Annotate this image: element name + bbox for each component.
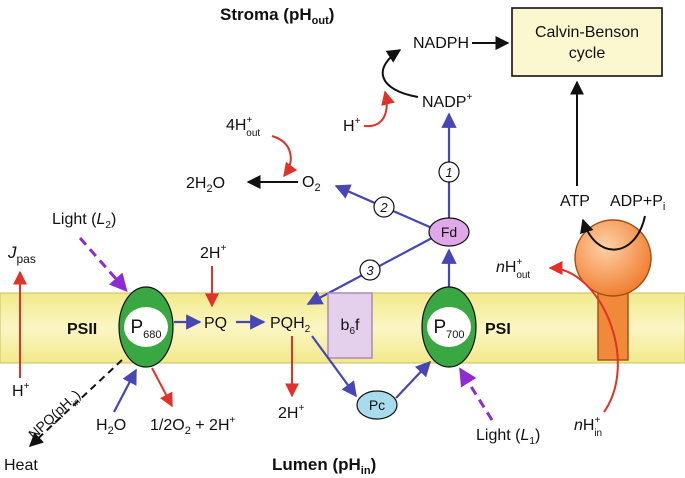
h2o-label: H2O xyxy=(96,417,126,437)
proton-flux-arrow xyxy=(548,261,619,413)
pc-label: Pc xyxy=(369,397,385,413)
p680-core: P680 xyxy=(118,286,174,368)
fd-carrier xyxy=(428,217,470,247)
h-plus-nadp-label: H+ xyxy=(343,116,361,135)
jpas-label: Jpas xyxy=(7,243,36,266)
two-h-bottom-label: 2H+ xyxy=(278,403,304,422)
fd-label: Fd xyxy=(441,224,457,240)
nadp-to-nadph-arrow xyxy=(381,49,419,98)
atp-label: ATP xyxy=(560,193,590,210)
nadph-label: NADPH xyxy=(413,35,469,52)
atp-synthase-stalk xyxy=(597,287,629,361)
calvin-benson-box xyxy=(511,7,663,77)
psi-label: PSI xyxy=(485,321,511,338)
p700-core: P700 xyxy=(421,286,477,368)
adp-to-atp-arrow xyxy=(580,215,646,251)
pc-to-p700-arrow xyxy=(395,360,432,399)
four-h-to-water-arrow xyxy=(271,135,298,178)
path-3-label: 3 xyxy=(366,263,374,278)
pq-label: PQ xyxy=(204,315,227,332)
pqh2-label: PQH2 xyxy=(270,315,311,335)
half-o2-label: 1/2O2 + 2H+ xyxy=(150,415,236,437)
h2o-to-p680-arrow xyxy=(113,368,137,413)
two-h2o-label: 2H2O xyxy=(186,175,225,195)
h-pas-label: H+ xyxy=(12,381,30,400)
npq-label: NPQ(pHin) xyxy=(25,386,85,444)
calvin-line1: Calvin-Benson xyxy=(535,24,639,41)
psii-label: PSII xyxy=(67,321,97,338)
stroma-label: Stroma (pHout) xyxy=(220,5,334,27)
light-l1-label: Light (L1) xyxy=(476,427,540,447)
path-2-marker xyxy=(373,196,395,218)
npq-heat-arrow xyxy=(28,359,123,447)
p680-label: P680 xyxy=(130,317,161,341)
h-plus-to-nadp-arrow xyxy=(363,90,395,128)
lumen-label: Lumen (pHin) xyxy=(272,455,376,477)
calvin-line2: cycle xyxy=(569,45,606,62)
p700-label: P700 xyxy=(433,317,464,341)
nh-out-label: nH+out xyxy=(496,257,530,281)
light-l2-arrow xyxy=(78,237,128,293)
path-2-label: 2 xyxy=(379,200,388,215)
light-l1-arrow xyxy=(459,367,494,421)
pqh2-to-pc-arrow xyxy=(311,335,357,398)
two-h-top-label: 2H+ xyxy=(200,243,226,262)
heat-label: Heat xyxy=(4,457,38,474)
path-3-marker xyxy=(359,259,381,281)
path-1-marker xyxy=(438,161,460,183)
p680-to-o2-arrow xyxy=(151,367,173,408)
four-h-out-label: 4H+out xyxy=(226,115,260,139)
path-1-label: 1 xyxy=(445,165,452,180)
light-l2-label: Light (L2) xyxy=(52,211,116,231)
b6f-label: b6f xyxy=(341,317,360,337)
nh-in-label: nH+in xyxy=(574,415,602,439)
adp-label: ADP+Pi xyxy=(610,193,665,213)
pc-carrier xyxy=(356,390,398,420)
o2-label: O2 xyxy=(302,174,321,194)
nadp-label: NADP+ xyxy=(422,92,472,111)
b6f-complex xyxy=(327,292,373,359)
